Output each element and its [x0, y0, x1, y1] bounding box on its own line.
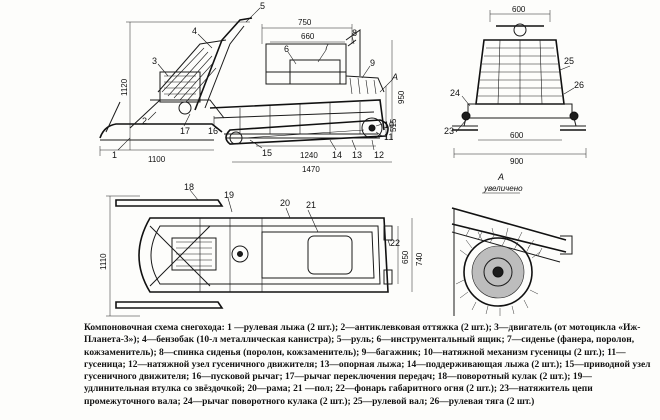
dim-660: 660 [301, 32, 315, 41]
label-3: 3 [152, 56, 157, 66]
dim-900: 900 [510, 157, 524, 166]
dim-1120: 1120 [120, 78, 129, 96]
label-20: 20 [280, 198, 290, 208]
label-16: 16 [208, 126, 218, 136]
label-15: 15 [262, 148, 272, 158]
label-8: 8 [352, 28, 357, 38]
label-7: 7 [324, 42, 329, 52]
figure-caption: Компоновочная схема снегохода: 1 —рулева… [84, 323, 651, 407]
dim-1470: 1470 [302, 165, 320, 174]
label-5: 5 [260, 1, 265, 11]
label-21: 21 [306, 200, 316, 210]
label-22: 22 [390, 238, 400, 248]
dim-740: 740 [415, 252, 424, 266]
label-12: 12 [374, 150, 384, 160]
label-13: 13 [352, 150, 362, 160]
label-17: 17 [180, 126, 190, 136]
label-24: 24 [450, 88, 460, 98]
side-view: 750 660 1120 [99, 1, 406, 174]
label-18: 18 [184, 182, 194, 192]
label-19: 19 [224, 190, 234, 200]
detail-label-text: увеличено [483, 184, 523, 193]
dim-1110: 1110 [99, 253, 108, 270]
detail-view-a: A увеличено [451, 172, 573, 316]
label-25: 25 [564, 56, 574, 66]
label-26: 26 [574, 80, 584, 90]
front-view: 600 600 900 23 24 25 26 [444, 5, 587, 166]
label-23: 23 [444, 126, 454, 136]
label-11: 11 [384, 132, 393, 142]
dim-600: 600 [510, 131, 524, 140]
dim-950: 950 [397, 90, 406, 104]
label-A: A [391, 72, 398, 82]
dim-650: 650 [401, 250, 410, 264]
detail-label-a: A [497, 172, 504, 182]
dim-1240: 1240 [300, 151, 318, 160]
plan-view: 1110 650 740 18 19 [99, 182, 424, 317]
dim-1100: 1100 [148, 155, 166, 164]
label-1: 1 [112, 150, 117, 160]
label-9: 9 [370, 58, 375, 68]
label-2: 2 [142, 116, 147, 126]
label-10: 10 [384, 120, 394, 130]
dim-750: 750 [298, 18, 312, 27]
label-14: 14 [332, 150, 342, 160]
dim-600-top: 600 [512, 5, 526, 14]
dim-515: 515 [389, 118, 398, 132]
label-4: 4 [192, 26, 197, 36]
label-6: 6 [284, 44, 289, 54]
